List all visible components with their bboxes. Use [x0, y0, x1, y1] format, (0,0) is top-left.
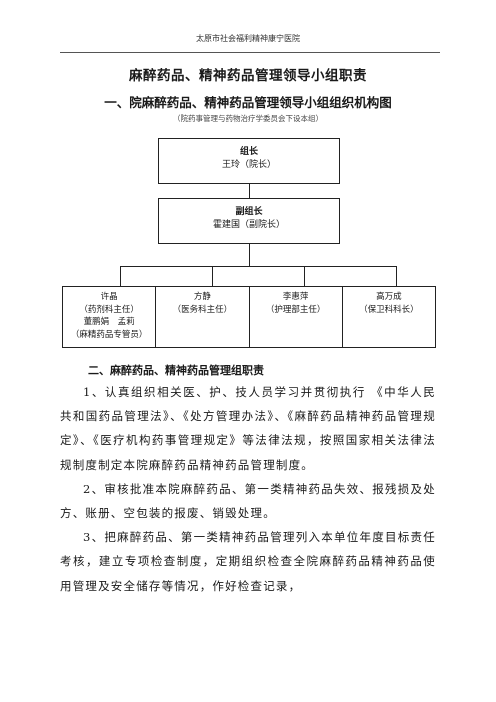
org-box-member-security: 高万成 （保卫科科长）: [341, 286, 436, 348]
connector-member-4: [396, 266, 397, 286]
duty-paragraph-3: 3、把麻醉药品、第一类精神药品管理列入本单位年度目标责任考核，建立专项检查制度，…: [60, 530, 436, 593]
member-line: （保卫科科长）: [359, 304, 419, 315]
member-line: （麻精药品专管员）: [70, 329, 148, 340]
leader-role: 组长: [239, 147, 258, 157]
deputy-name: 霍建国（副院长）: [212, 220, 285, 230]
connector-deputy-bus: [249, 244, 250, 266]
member-line: 高万成: [376, 292, 402, 302]
member-line: （护理部主任）: [265, 304, 326, 315]
header-hospital-name: 太原市社会福利精神康宁医院: [196, 34, 300, 43]
org-box-leader: 组长 王玲（院长）: [158, 138, 340, 184]
duty-paragraph-2: 2、审核批准本院麻醉药品、第一类精神药品失效、报残损及处方、账册、空包装的报废、…: [60, 481, 436, 521]
connector-member-1: [120, 266, 121, 286]
org-members-row: 许晶 （药剂科主任） 董鹏娟 孟莉 （麻精药品专管员） 方静 （医务科主任） 李…: [62, 286, 436, 348]
deputy-role: 副组长: [235, 207, 263, 217]
section2-heading: 二、麻醉药品、精神药品管理组职责: [88, 364, 264, 377]
member-line: 方静: [193, 292, 211, 302]
document-title: 麻醉药品、精神药品管理领导小组职责: [129, 68, 367, 84]
member-line: 李惠萍: [282, 292, 309, 302]
org-box-member-pharmacy: 许晶 （药剂科主任） 董鹏娟 孟莉 （麻精药品专管员）: [62, 286, 157, 348]
connector-leader-deputy: [249, 184, 250, 198]
header-divider: [60, 52, 440, 53]
duties-body: 1、认真组织相关医、护、技人员学习并贯彻执行 《中华人民共和国药品管理法》、《处…: [60, 380, 436, 598]
org-box-member-nursing: 李惠萍 （护理部主任）: [248, 286, 343, 348]
member-line: 许晶: [100, 292, 118, 302]
connector-member-2: [212, 266, 213, 286]
connector-member-3: [304, 266, 305, 286]
member-line: （药剂科主任）: [79, 304, 139, 315]
connector-bus: [120, 266, 396, 267]
leader-name: 王玲（院长）: [221, 160, 276, 170]
org-box-deputy: 副组长 霍建国（副院长）: [158, 198, 340, 244]
member-line: 董鹏娟 孟莉: [83, 317, 135, 327]
org-box-member-medical: 方静 （医务科主任）: [155, 286, 250, 348]
section1-heading: 一、院麻醉药品、精神药品管理领导小组组织机构图: [104, 95, 392, 110]
member-line: （医务科主任）: [172, 304, 233, 315]
org-chart-note: （院药事管理与药物治疗学委员会下设本组）: [173, 114, 323, 123]
duty-paragraph-1: 1、认真组织相关医、护、技人员学习并贯彻执行 《中华人民共和国药品管理法》、《处…: [60, 385, 436, 472]
